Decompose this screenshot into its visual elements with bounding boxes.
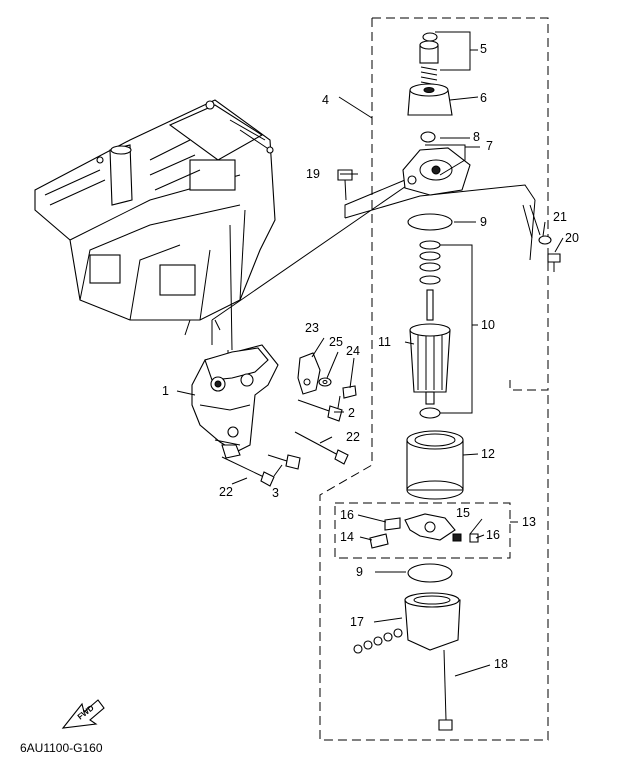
mounting-bracket-part-1 — [191, 344, 279, 459]
callout-23: 23 — [305, 321, 319, 335]
callout-17: 17 — [350, 615, 364, 629]
bolt-part-2 — [297, 399, 343, 422]
yoke-part-12 — [406, 430, 464, 500]
callout-12: 12 — [481, 447, 495, 461]
through-bolt-part-18 — [438, 649, 453, 731]
brush-holder-part-13 — [369, 513, 479, 549]
callout-10: 10 — [481, 318, 495, 332]
collar-part-8 — [420, 131, 436, 143]
bolt-part-19 — [337, 169, 353, 201]
callout-13: 13 — [522, 515, 536, 529]
long-bolt-part-22-b — [221, 456, 275, 487]
group-brackets — [425, 31, 518, 523]
callout-24: 24 — [346, 344, 360, 358]
callout-3: 3 — [272, 486, 279, 500]
starter-assembly-dashed-outline — [372, 17, 549, 391]
callout-16-right: 16 — [486, 528, 500, 542]
starter-assembly-dashed-left — [319, 18, 549, 741]
front-bracket-part-7 — [402, 147, 471, 196]
callout-22-right: 22 — [346, 430, 360, 444]
callout-14: 14 — [340, 530, 354, 544]
spring-cap-part-5 — [419, 32, 439, 86]
callout-16-left: 16 — [340, 508, 354, 522]
callout-25: 25 — [329, 335, 343, 349]
callout-9-upper: 9 — [480, 215, 487, 229]
rear-cover-part-17 — [353, 592, 461, 654]
callout-2: 2 — [348, 406, 355, 420]
callout-6: 6 — [480, 91, 487, 105]
callout-22-left: 22 — [219, 485, 233, 499]
callout-18: 18 — [494, 657, 508, 671]
callout-4: 4 — [322, 93, 329, 107]
callout-15: 15 — [456, 506, 470, 520]
callout-8: 8 — [473, 130, 480, 144]
callout-leaders — [176, 96, 564, 677]
fwd-arrow-icon: FWD — [61, 699, 105, 729]
long-bolt-part-22-a — [294, 431, 349, 465]
callout-21: 21 — [553, 210, 567, 224]
callout-7: 7 — [486, 139, 493, 153]
callout-9-lower: 9 — [356, 565, 363, 579]
pinion-gear-part-6 — [407, 83, 453, 116]
bracket-part-23 — [297, 352, 321, 395]
callout-20: 20 — [565, 231, 579, 245]
bolt-part-3 — [267, 454, 301, 470]
armature-part-11 — [409, 289, 451, 405]
engine-block-illustration — [34, 99, 276, 336]
callout-1: 1 — [162, 384, 169, 398]
washer-part-25 — [318, 377, 332, 387]
brush-holder-dashed-box — [334, 502, 511, 559]
bolt-part-24 — [337, 385, 357, 409]
o-ring-part-9-lower — [407, 563, 453, 583]
callout-11: 11 — [378, 335, 391, 349]
o-ring-part-9-upper — [407, 213, 453, 231]
callout-19: 19 — [306, 167, 320, 181]
cable-part-21 — [522, 204, 552, 245]
diagram-code: 6AU1100-G160 — [20, 741, 103, 755]
bolt-part-20 — [547, 253, 561, 272]
callout-5: 5 — [480, 42, 487, 56]
